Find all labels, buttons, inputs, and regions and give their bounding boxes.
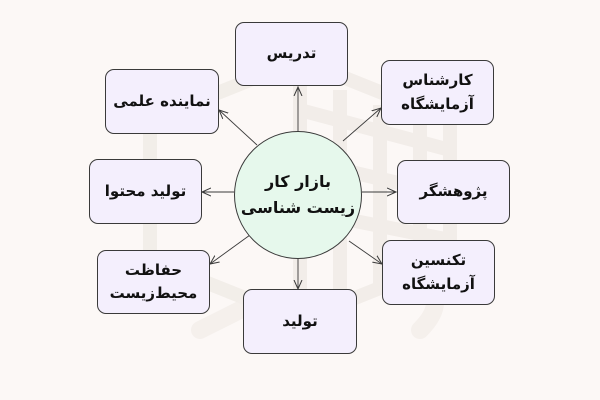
node-lab-technician-line1: تکنسین [410,251,467,270]
center-node-biology-job-market: بازار کار زیست شناسی [234,131,362,259]
node-scientific-representative-label: نماینده علمی [113,91,211,110]
node-lab-technician: تکنسین آزمایشگاه [382,240,495,305]
center-label-line1: بازار کار [265,172,332,192]
node-environmental-conservation: حفاظت محیط‌زیست [97,250,210,314]
node-teaching: تدریس [235,22,348,86]
node-environmental-conservation-line2: محیط‌زیست [109,284,198,302]
node-researcher: پژوهشگر [397,160,510,224]
node-lab-expert-line2: آزمایشگاه [401,94,474,113]
node-scientific-representative: نماینده علمی [105,69,219,134]
center-label-line2: زیست شناسی [240,198,356,217]
node-researcher-label: پژوهشگر [419,182,488,201]
node-production-label: تولید [282,311,318,330]
node-lab-expert-line1: کارشناس [402,71,473,90]
node-content-production-label: تولید محتوا [104,181,187,200]
node-environmental-conservation-line1: حفاظت [124,260,183,279]
node-lab-technician-line2: آزمایشگاه [402,274,475,293]
node-production: تولید [243,289,357,354]
node-lab-expert: کارشناس آزمایشگاه [381,60,494,125]
node-teaching-label: تدریس [266,44,317,63]
node-content-production: تولید محتوا [89,159,202,224]
